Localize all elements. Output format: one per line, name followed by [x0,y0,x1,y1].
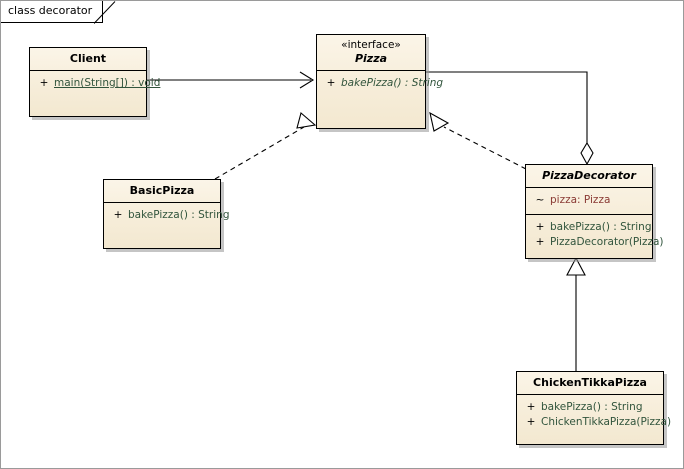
visibility-marker: + [535,221,545,233]
visibility-marker: ~ [535,194,545,206]
class-stereotype-pizza: «interface» [341,39,401,51]
class-methods-chickentikkapizza: + bakePizza() : String + ChickenTikkaPiz… [517,395,671,436]
class-methods-basicpizza: + bakePizza() : String [104,203,230,229]
visibility-marker: + [39,77,49,89]
method-signature: bakePizza() : String [541,401,643,413]
connector-chickentikkapizza-extends-pizzadecorator [566,256,586,371]
class-box-client[interactable]: Client + main(String[]) : void [29,47,161,117]
visibility-marker: + [326,77,336,89]
class-attributes-pizzadecorator: ~ pizza: Pizza [526,188,652,214]
class-name-client: Client [69,52,107,65]
diagram-frame-label: class decorator [8,4,93,17]
visibility-marker: + [535,236,545,248]
diagram-frame-tab[interactable]: class decorator [1,1,103,23]
class-name-basicpizza: BasicPizza [129,184,195,197]
class-attribute: ~ pizza: Pizza [530,193,648,208]
connector-basicpizza-realizes-pizza [214,112,317,180]
class-method: + bakePizza() : String [321,76,444,91]
class-method: + main(String[]) : void [34,76,161,91]
method-signature: main(String[]) : void [54,77,161,89]
class-box-chickentikkapizza[interactable]: ChickenTikkaPizza + bakePizza() : String… [516,371,671,445]
class-title-chickentikkapizza: ChickenTikkaPizza [517,372,663,395]
method-signature: bakePizza() : String [128,209,230,221]
visibility-marker: + [526,416,536,428]
class-method: + bakePizza() : String [530,220,652,235]
method-signature: ChickenTikkaPizza(Pizza) [541,416,672,428]
class-box-pizzadecorator[interactable]: PizzaDecorator ~ pizza: Pizza + bakePizz… [525,164,664,259]
method-signature: bakePizza() : String [550,221,652,233]
class-methods-pizza: + bakePizza() : String [317,71,444,97]
frame-tab-corner-icon [94,1,116,24]
visibility-marker: + [113,209,123,221]
class-name-pizzadecorator: PizzaDecorator [542,169,636,182]
class-title-pizzadecorator: PizzaDecorator [526,165,652,188]
connector-pizzadecorator-aggregates-pizza [426,71,594,166]
connector-pizzadecorator-realizes-pizza [429,111,527,170]
class-method: + PizzaDecorator(Pizza) [530,235,664,250]
visibility-marker: + [526,401,536,413]
class-box-basicpizza[interactable]: BasicPizza + bakePizza() : String [103,179,230,249]
method-signature: PizzaDecorator(Pizza) [550,236,664,248]
class-name-pizza: Pizza [354,52,388,65]
class-title-client: Client [30,48,146,71]
attribute-signature: pizza: Pizza [550,194,611,206]
class-title-basicpizza: BasicPizza [104,180,220,203]
method-signature: bakePizza() : String [341,77,444,89]
class-box-pizza[interactable]: «interface» Pizza + bakePizza() : String [316,34,444,129]
class-title-pizza: «interface» Pizza [317,35,425,71]
class-methods-pizzadecorator: + bakePizza() : String + PizzaDecorator(… [526,214,664,256]
class-methods-client: + main(String[]) : void [30,71,161,97]
class-method: + bakePizza() : String [521,400,659,415]
connector-client-uses-pizza [147,71,315,89]
class-method: + ChickenTikkaPizza(Pizza) [521,415,671,430]
class-method: + bakePizza() : String [108,208,230,223]
class-name-chickentikkapizza: ChickenTikkaPizza [533,376,647,389]
